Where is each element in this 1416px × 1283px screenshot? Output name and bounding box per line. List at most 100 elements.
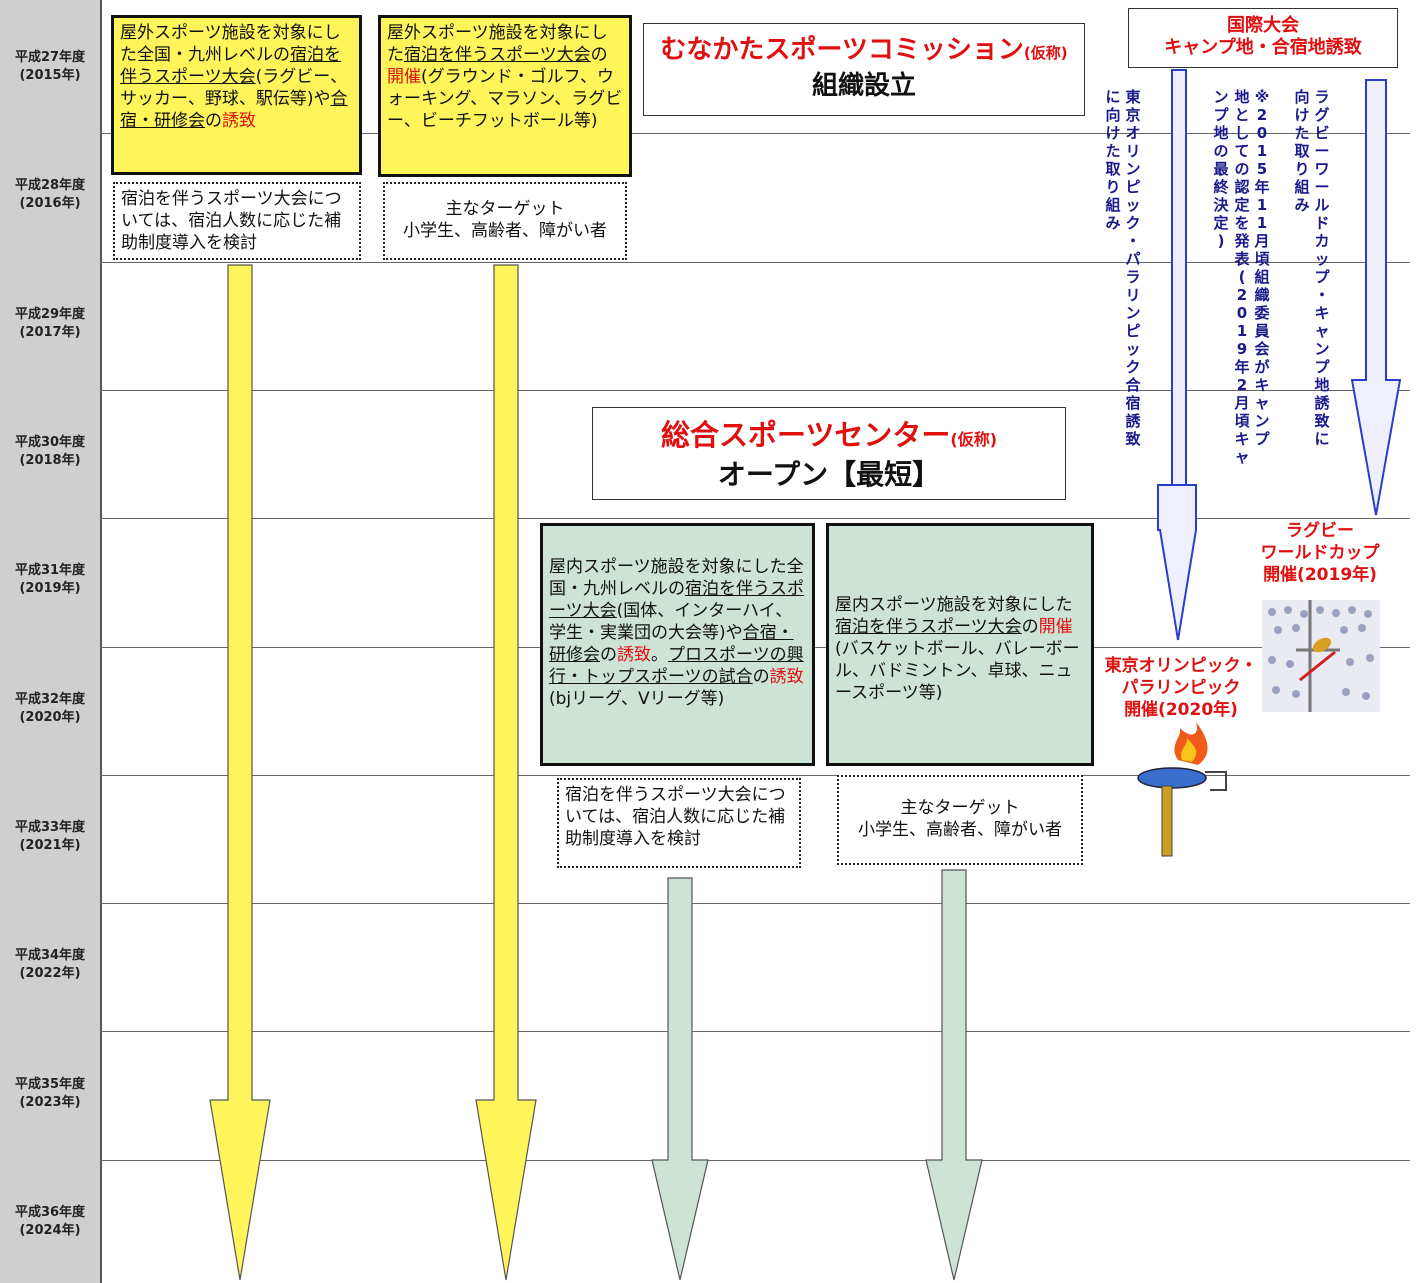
outdoor-box-text-2: 宿泊を伴うスポーツ大会 xyxy=(120,45,341,87)
vertical-char: 0 xyxy=(1256,124,1268,142)
vertical-char: 頃 xyxy=(1234,412,1250,430)
vertical-char: ラ xyxy=(1125,268,1141,286)
outdoor-event-text-3: の xyxy=(590,45,608,65)
year-label: 平成33年度(2021年) xyxy=(0,819,100,855)
vertical-char: ン xyxy=(1314,340,1330,358)
rugby-event-line3: 開催(2019年) xyxy=(1263,565,1377,585)
rugby-vertical-main: ラグビーワールドカップ・キャンプ地誘致に xyxy=(1313,88,1331,448)
year-era: 平成32年度 xyxy=(14,691,86,707)
olympic-camp-note-c3: ンプ地の最終決定) xyxy=(1212,88,1230,250)
vertical-char: 地 xyxy=(1213,124,1229,142)
vertical-char: 発 xyxy=(1234,232,1250,250)
outdoor-target-box: 主なターゲット 小学生、高齢者、障がい者 xyxy=(383,182,627,260)
vertical-char: ・ xyxy=(1125,232,1141,250)
vertical-char: ン xyxy=(1125,160,1141,178)
year-label: 平成27年度(2015年) xyxy=(0,49,100,85)
vertical-char: ワ xyxy=(1314,160,1330,178)
vertical-char: 致 xyxy=(1314,412,1330,430)
year-era: 平成33年度 xyxy=(14,819,86,835)
year-era: 平成36年度 xyxy=(14,1204,86,1220)
vertical-char: プ xyxy=(1254,430,1270,448)
vertical-char: 員 xyxy=(1254,322,1270,340)
year-column xyxy=(0,0,102,1283)
olympic-vertical-main: 東京オリンピック・パラリンピック合宿誘致 xyxy=(1124,88,1142,448)
center-name: 総合スポーツセンター xyxy=(660,418,951,452)
vertical-char: ー xyxy=(1314,142,1330,160)
indoor-target-title: 主なターゲット xyxy=(900,798,1020,818)
vertical-char: 取 xyxy=(1105,160,1121,178)
vertical-char: 年 xyxy=(1254,178,1270,196)
year-divider xyxy=(100,518,1410,520)
vertical-char: 1 xyxy=(1256,142,1268,160)
vertical-char: ッ xyxy=(1314,250,1330,268)
olympic-arrow xyxy=(1157,484,1197,641)
vertical-char: 宿 xyxy=(1125,394,1141,412)
indoor-box-text-11: (bjリーグ、Vリーグ等) xyxy=(549,689,725,709)
vertical-char: た xyxy=(1294,124,1310,142)
year-ad: (2024年) xyxy=(19,1222,81,1238)
vertical-char: 頃 xyxy=(1254,250,1270,268)
vertical-char: ピ xyxy=(1125,322,1141,340)
vertical-char: ※ xyxy=(1254,88,1270,106)
outdoor-event-text-1: 屋外スポーツ施設を対象にした xyxy=(387,23,608,65)
vertical-char: 組 xyxy=(1294,178,1310,196)
year-divider xyxy=(100,133,1410,135)
outdoor-arrow-1 xyxy=(209,264,271,1281)
rugby-event-line1: ラグビー xyxy=(1286,521,1354,541)
year-ad: (2015年) xyxy=(19,68,81,84)
rugby-event-label: ラグビー ワールドカップ 開催(2019年) xyxy=(1240,520,1400,586)
vertical-char: 組 xyxy=(1105,196,1121,214)
olympic-vertical-top: に向けた取り組み xyxy=(1104,88,1122,232)
vertical-char: ッ xyxy=(1125,196,1141,214)
indoor-event-text-2: 宿泊を伴うスポーツ大会 xyxy=(835,617,1022,637)
vertical-char: 最 xyxy=(1213,160,1229,178)
indoor-box-text-3: (国体、インターハイ、学生・実業団の大会等)や xyxy=(549,601,793,643)
year-label: 平成35年度(2023年) xyxy=(0,1076,100,1112)
year-ad: (2020年) xyxy=(19,709,81,725)
olympic-event-line3: 開催(2020年) xyxy=(1124,700,1238,720)
indoor-event-text-5: (バスケットボール、バレーボール、バドミントン、卓球、ニュースポーツ等) xyxy=(835,639,1080,703)
vertical-char: 合 xyxy=(1125,376,1141,394)
outdoor-box-text-6: 誘致 xyxy=(222,111,256,131)
vertical-char: の xyxy=(1213,142,1229,160)
intl-header-line2: キャンプ地・合宿地誘致 xyxy=(1164,37,1362,58)
vertical-char: ク xyxy=(1125,358,1141,376)
olympic-torch-icon xyxy=(1137,722,1227,857)
vertical-char: 地 xyxy=(1314,376,1330,394)
commission-name: むなかたスポーツコミッション xyxy=(660,35,1024,65)
indoor-invitation-box: 屋内スポーツ施設を対象にした全国・九州レベルの宿泊を伴うスポーツ大会(国体、イン… xyxy=(540,523,815,766)
indoor-target-box: 主なターゲット 小学生、高齢者、障がい者 xyxy=(837,775,1083,865)
year-divider xyxy=(100,1159,1410,1161)
vertical-char: 組 xyxy=(1254,268,1270,286)
vertical-char: み xyxy=(1294,196,1310,214)
year-label: 平成30年度(2018年) xyxy=(0,434,100,470)
rugby-arrow xyxy=(1350,79,1402,516)
vertical-char: ビ xyxy=(1314,124,1330,142)
vertical-char: 向 xyxy=(1294,88,1310,106)
vertical-char: プ xyxy=(1213,106,1229,124)
vertical-char: 会 xyxy=(1254,340,1270,358)
vertical-char: け xyxy=(1105,124,1121,142)
year-divider xyxy=(100,774,1410,776)
vertical-char: け xyxy=(1294,106,1310,124)
outdoor-box-text-5: の xyxy=(205,111,222,131)
vertical-char: ピ xyxy=(1125,178,1141,196)
year-label: 平成28年度(2016年) xyxy=(0,177,100,213)
outdoor-box-text-1: 屋外スポーツ施設を対象にした全国・九州レベルの xyxy=(120,23,341,65)
vertical-char: ン xyxy=(1213,88,1229,106)
indoor-arrow-2 xyxy=(925,869,983,1281)
year-ad: (2023年) xyxy=(19,1094,81,1110)
vertical-char: ル xyxy=(1314,196,1330,214)
vertical-char: ャ xyxy=(1254,394,1270,412)
year-label: 平成31年度(2019年) xyxy=(0,562,100,598)
indoor-box-text-8: プロスポーツの興行・トップスポーツの試合 xyxy=(549,645,804,687)
year-divider xyxy=(100,1031,1410,1033)
year-label: 平成32年度 (2020年) xyxy=(0,691,100,727)
rugby-illustration xyxy=(1262,600,1380,712)
year-divider xyxy=(100,261,1410,263)
vertical-char: 2 xyxy=(1236,286,1248,304)
center-tag: (仮称) xyxy=(950,430,998,449)
vertical-char: 東 xyxy=(1125,88,1141,106)
